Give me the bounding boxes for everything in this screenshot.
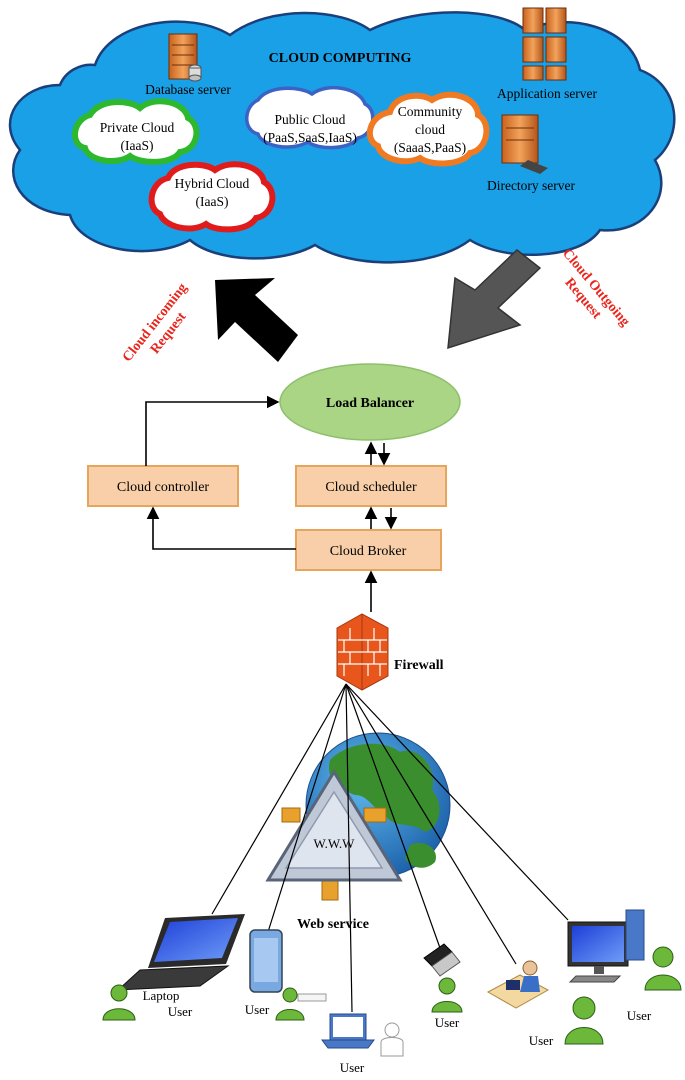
directory-server-label: Directory server xyxy=(487,178,576,193)
mobile-user-label: User xyxy=(435,1015,460,1030)
application-server-icon xyxy=(522,7,567,81)
desktop-user-icon xyxy=(644,946,682,991)
firewall-label: Firewall xyxy=(394,658,444,673)
load-balancer-label: Load Balancer xyxy=(326,396,414,411)
phone-user-icon xyxy=(275,987,327,1021)
directory-server-icon xyxy=(501,114,548,174)
hybrid-cloud-label: Hybrid Cloud xyxy=(175,176,250,191)
desk-user-icon xyxy=(486,960,550,1009)
cloud-computing-region: CLOUD COMPUTING Database server Applicat… xyxy=(8,7,676,264)
community-cloud-label-2: cloud xyxy=(415,122,445,137)
hybrid-cloud-type: (IaaS) xyxy=(196,194,229,209)
cloud-broker-label: Cloud Broker xyxy=(330,544,407,559)
cloud-broker-box xyxy=(295,529,442,571)
cloud-controller-label: Cloud controller xyxy=(117,480,209,495)
community-cloud: Community cloud (SaaaS,PaaS) xyxy=(366,91,490,167)
broker-to-controller-arrow xyxy=(146,506,296,550)
laptop-user-label: User xyxy=(168,1004,193,1019)
phone-user-label: User xyxy=(245,1002,270,1017)
web-service-label: Web service xyxy=(297,917,369,932)
firewall-icon xyxy=(336,613,389,691)
cloud-scheduler-box xyxy=(295,465,447,507)
database-server-icon xyxy=(168,33,202,82)
outgoing-request-label: Cloud Outgoing Request xyxy=(559,246,632,329)
cloud-controller-box xyxy=(87,465,239,507)
hybrid-cloud: Hybrid Cloud (IaaS) xyxy=(148,161,276,233)
desktop-user-label: User xyxy=(627,1008,652,1023)
incoming-request-label: Cloud incoming Request xyxy=(120,281,191,365)
mobile-phone-icon xyxy=(423,943,461,977)
outline-user-icon xyxy=(380,1022,404,1057)
controller-to-balancer-arrow xyxy=(145,395,280,466)
private-cloud-label: Private Cloud xyxy=(100,120,175,135)
load-balancer xyxy=(279,363,461,441)
outgoing-request-arrow xyxy=(447,249,542,350)
public-cloud: Public Cloud (PaaS,SaaS,IaaS) xyxy=(245,85,375,150)
small-laptop-icon xyxy=(321,1013,375,1049)
community-cloud-label: Community xyxy=(398,104,463,119)
cloud-computing-title: CLOUD COMPUTING xyxy=(269,51,412,66)
private-cloud-type: (IaaS) xyxy=(121,138,154,153)
application-server-label: Application server xyxy=(497,86,598,101)
www-label: W.W.W xyxy=(314,836,356,851)
mobile-user-icon xyxy=(431,977,463,1013)
smartphone-icon xyxy=(249,929,283,993)
network-lines xyxy=(211,683,569,1013)
laptop-user-icon xyxy=(102,984,136,1021)
small-laptop-user-label: User xyxy=(340,1060,365,1075)
laptop-icon xyxy=(116,914,245,991)
desktop-computer-icon xyxy=(567,909,645,983)
www-icon: W.W.W xyxy=(265,769,403,901)
community-cloud-type: (SaaaS,PaaS) xyxy=(394,140,466,155)
cloud-scheduler-label: Cloud scheduler xyxy=(325,480,417,495)
incoming-request-arrow xyxy=(215,278,298,362)
control-connectors xyxy=(145,395,398,612)
desktop-user-icon-2 xyxy=(564,996,604,1045)
database-server-label: Database server xyxy=(145,82,231,97)
private-cloud: Private Cloud (IaaS) xyxy=(72,98,200,165)
laptop-label: Laptop xyxy=(143,988,180,1003)
desk-user-label: User xyxy=(529,1033,554,1048)
public-cloud-label: Public Cloud xyxy=(275,112,346,127)
public-cloud-type: (PaaS,SaaS,IaaS) xyxy=(263,130,357,145)
